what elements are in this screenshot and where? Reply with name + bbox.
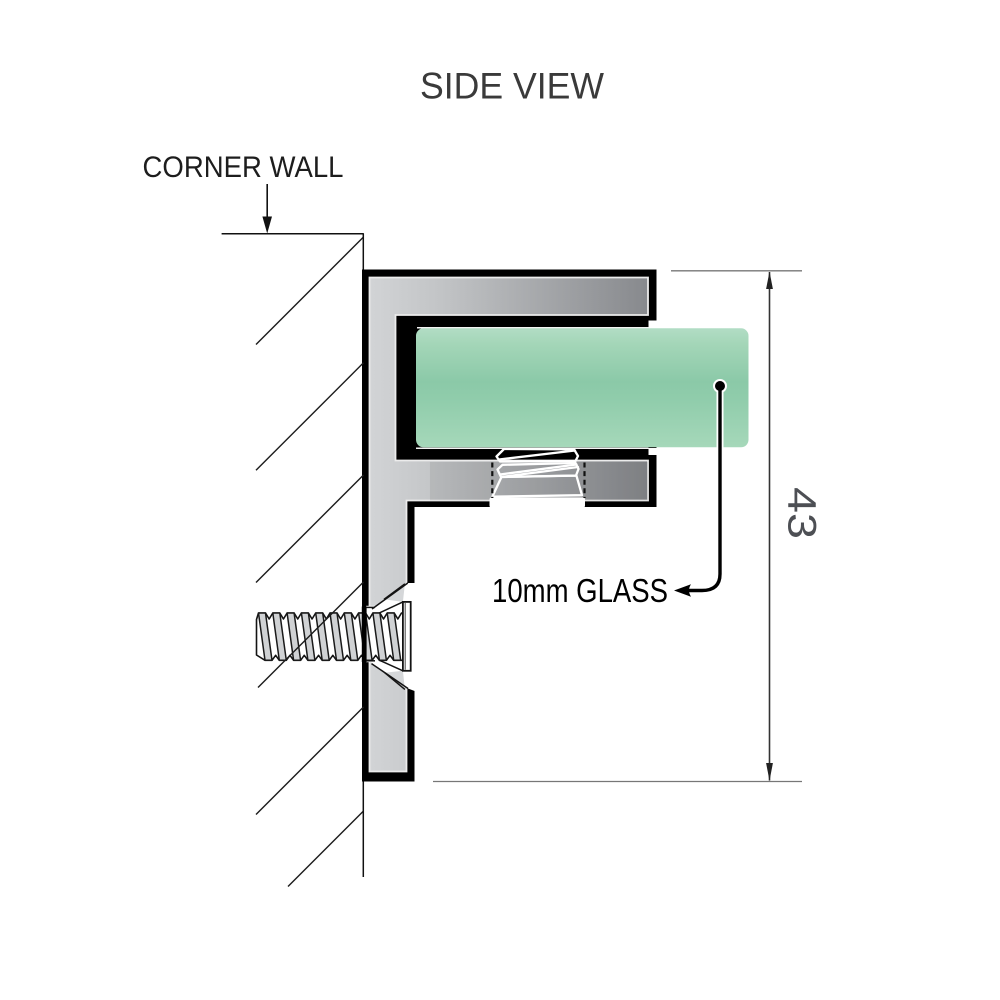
svg-text:SIDE VIEW: SIDE VIEW (420, 66, 604, 107)
svg-text:CORNER WALL: CORNER WALL (143, 151, 344, 184)
svg-text:10mm GLASS: 10mm GLASS (492, 572, 668, 609)
svg-text:43: 43 (779, 487, 823, 539)
